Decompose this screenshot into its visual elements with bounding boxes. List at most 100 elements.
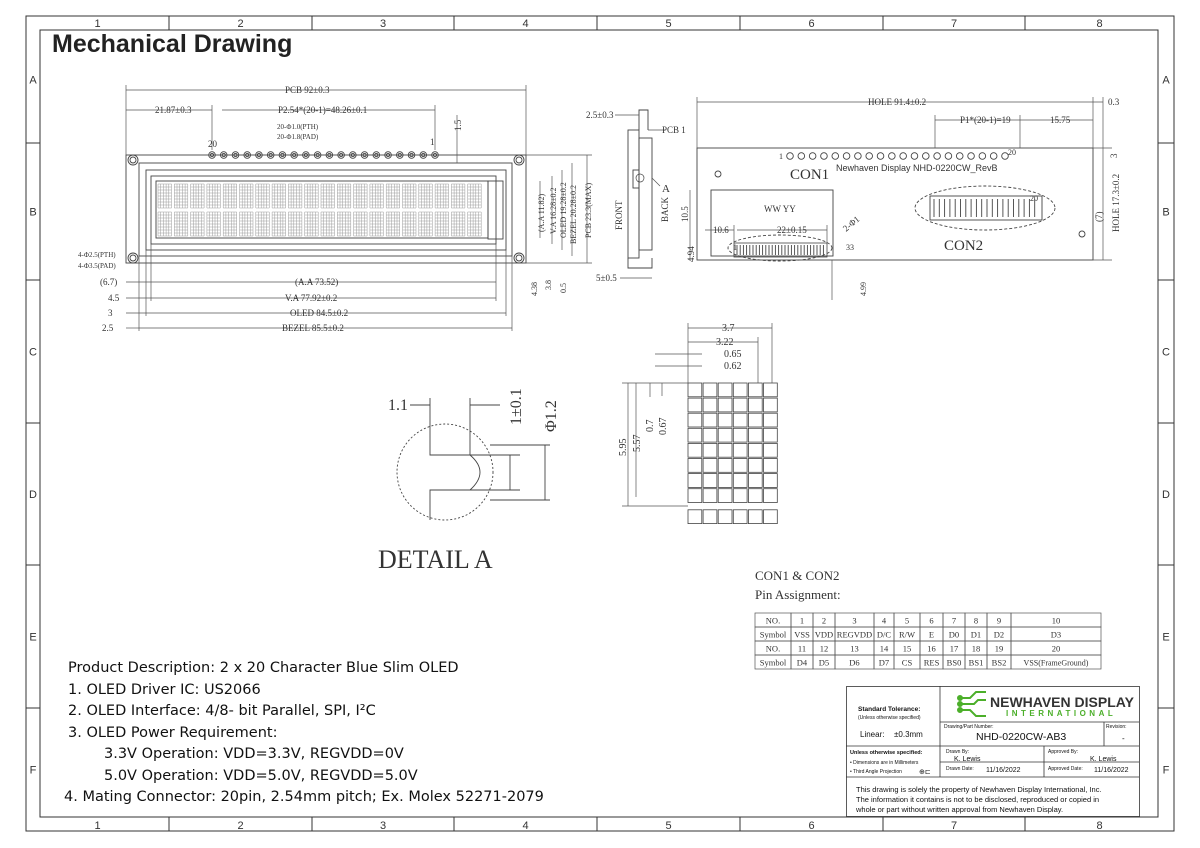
table-cell-text: D/C	[877, 630, 892, 640]
linear-value: ±0.3mm	[894, 730, 923, 739]
mount-hole	[714, 170, 722, 178]
drawn-date-label: Drawn Date:	[946, 766, 974, 772]
table-cell-text: REGVDD	[837, 630, 872, 640]
detail-dim-1-1: 1.1	[388, 397, 408, 414]
notice-line: This drawing is solely the property of N…	[856, 785, 1102, 794]
pcb-outline	[125, 154, 527, 264]
aa-width-label: (A.A 73.52)	[295, 277, 338, 287]
dot-cell	[717, 442, 733, 458]
grid-row-label: D	[29, 489, 37, 501]
character-dimensions	[622, 323, 773, 507]
pcb-silkscreen-label: Newhaven Display NHD-0220CW_RevB	[836, 163, 998, 173]
con2-pin33-label: 33	[846, 243, 854, 252]
front-dimensions	[125, 85, 592, 331]
pin-pad	[384, 151, 392, 159]
pin-pad	[978, 152, 987, 160]
grid-column-label: 7	[951, 820, 957, 832]
pin-hole	[362, 152, 367, 158]
table-cell-text: 9	[997, 616, 1001, 626]
grid-column-label: 3	[380, 18, 386, 30]
detail-a-labels: 1.1 1±0.1 Φ1.2 DETAIL A	[378, 388, 560, 574]
dot-cell	[702, 427, 718, 443]
pin-hole	[409, 152, 414, 158]
pin-pad	[266, 151, 275, 159]
pin1-label: 1	[430, 137, 435, 147]
pin-pad	[888, 152, 896, 160]
back-mount-holes	[714, 170, 1086, 238]
viewing-area	[150, 175, 497, 245]
grid-column-label: 6	[808, 18, 814, 30]
pin-pad	[372, 151, 381, 159]
pin-pad	[922, 152, 930, 160]
table-cell-text: D2	[994, 630, 1004, 640]
pin-pad	[290, 151, 298, 159]
back-dimensions	[689, 97, 1112, 300]
pin-hole	[339, 152, 344, 158]
table-cell-text: VSS	[794, 630, 810, 640]
dot-cell	[748, 458, 763, 473]
pin-pad	[797, 152, 806, 160]
pin-hole	[292, 152, 297, 158]
pin-hole	[350, 152, 355, 158]
dot-cell	[702, 442, 718, 458]
front-label: FRONT	[614, 200, 624, 230]
char-dim-5-95: 5.95	[618, 439, 629, 457]
description-line: 2. OLED Interface: 4/8- bit Parallel, SP…	[68, 703, 376, 719]
dot-cell	[763, 458, 778, 473]
driver-ic-area	[710, 189, 834, 257]
table-cell-text: 10	[1052, 616, 1061, 626]
dot-cell	[702, 412, 718, 428]
back-dim-10-5: 10.5	[680, 206, 690, 222]
con2-highlight	[914, 185, 1056, 231]
notice-line: The information it contains is not to be…	[856, 795, 1100, 804]
pin-pad	[967, 152, 975, 160]
pad-label: 20-Φ1.8(PAD)	[277, 133, 319, 141]
dot-cell	[763, 509, 778, 524]
grid-column-label: 3	[380, 820, 386, 832]
pin-pad	[944, 152, 953, 160]
dot-cell	[717, 382, 733, 398]
front-dimension-labels: PCB 92±0.3 21.87±0.3 P2.54*(20-1)=48.26±…	[78, 85, 593, 333]
dot-cell	[732, 382, 748, 398]
pin-pad	[407, 151, 416, 159]
detail-dim-1: 1±0.1	[508, 388, 525, 425]
oled-outline	[145, 169, 507, 251]
char-dim-3-22: 3.22	[716, 337, 734, 348]
pin-table-titles: CON1 & CON2 Pin Assignment:	[755, 568, 841, 602]
hole-pad-label: 4-Φ3.5(PAD)	[78, 262, 116, 270]
table-cell-text: 4	[882, 616, 887, 626]
pin-hole	[397, 152, 402, 158]
grid-row-label: B	[29, 207, 36, 219]
dot-cell	[717, 412, 733, 428]
char-dim-0-67: 0.67	[658, 418, 669, 436]
back-dim-0-3: 0.3	[1108, 97, 1120, 107]
grid-row-label: C	[1162, 347, 1170, 359]
dot-cell	[687, 442, 703, 458]
pin-pad	[831, 152, 840, 160]
back-dim-3: 3	[1109, 153, 1119, 158]
table-cell-text: Symbol	[760, 630, 787, 640]
offset-label: 21.87±0.3	[155, 105, 192, 115]
table-cell-text: 3	[852, 616, 856, 626]
pin-pad	[349, 151, 357, 159]
back-pitch-label: P1*(20-1)=19	[960, 115, 1011, 125]
side-dimension-labels: 2.5±0.3 PCB 1 FRONT BACK A 5±0.5	[586, 110, 686, 283]
dot-cell	[763, 412, 778, 428]
aa-height-label: (A.A 11.82)	[537, 194, 546, 232]
mount-hole-inner	[515, 254, 523, 262]
grid-column-label: 1	[94, 820, 100, 832]
detail-a-ref: A	[662, 183, 670, 195]
unless-specified: Unless otherwise specified:	[850, 750, 923, 756]
pin-pad	[876, 152, 885, 160]
grid-row-label: C	[29, 347, 37, 359]
dim-1-5: 1.5	[453, 119, 463, 131]
revision-label: Revision:	[1106, 724, 1127, 730]
table-cell-text: BS0	[947, 658, 962, 668]
table-cell-text: D6	[849, 658, 859, 668]
grid-column-label: 5	[665, 820, 671, 832]
drawn-date: 11/16/2022	[986, 767, 1021, 774]
detail-a-circle	[396, 423, 494, 521]
dot-cell	[763, 427, 778, 443]
dot-cell	[687, 427, 703, 443]
